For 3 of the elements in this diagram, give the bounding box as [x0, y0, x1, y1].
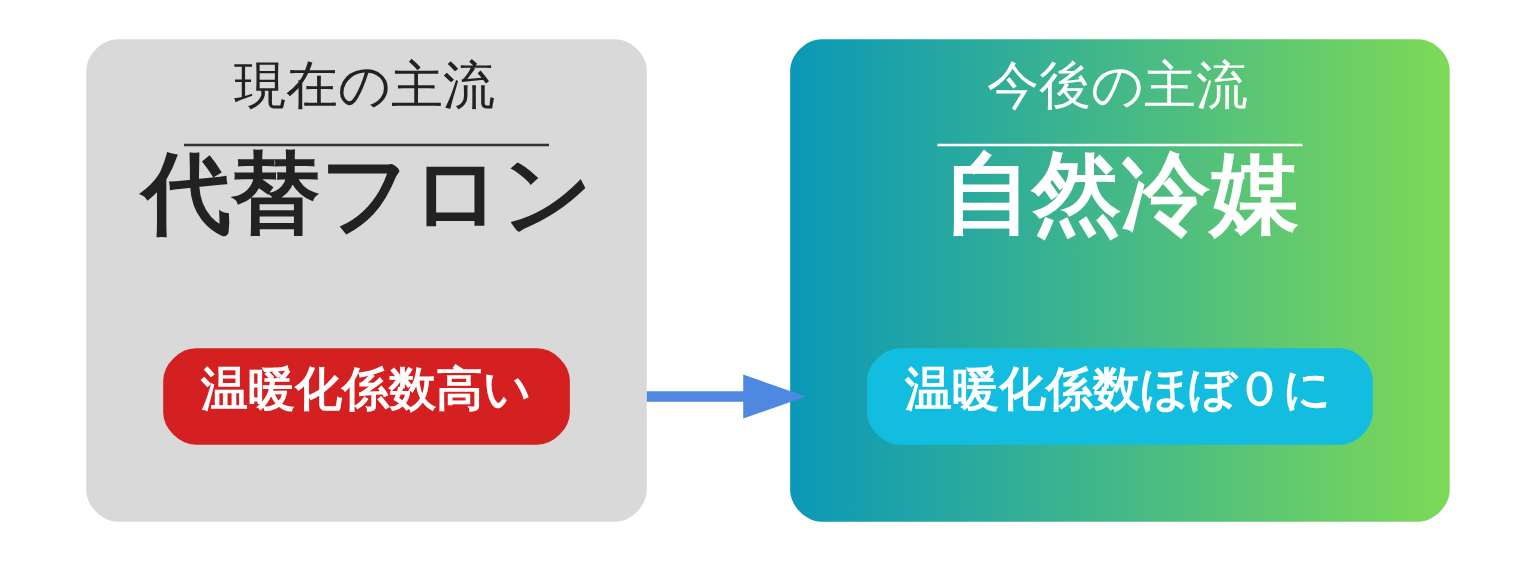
node-box: 温暖化係数高い: [163, 348, 570, 445]
arrow: [646, 374, 806, 419]
node-box: 温暖化係数ほぼ０に: [867, 348, 1373, 445]
